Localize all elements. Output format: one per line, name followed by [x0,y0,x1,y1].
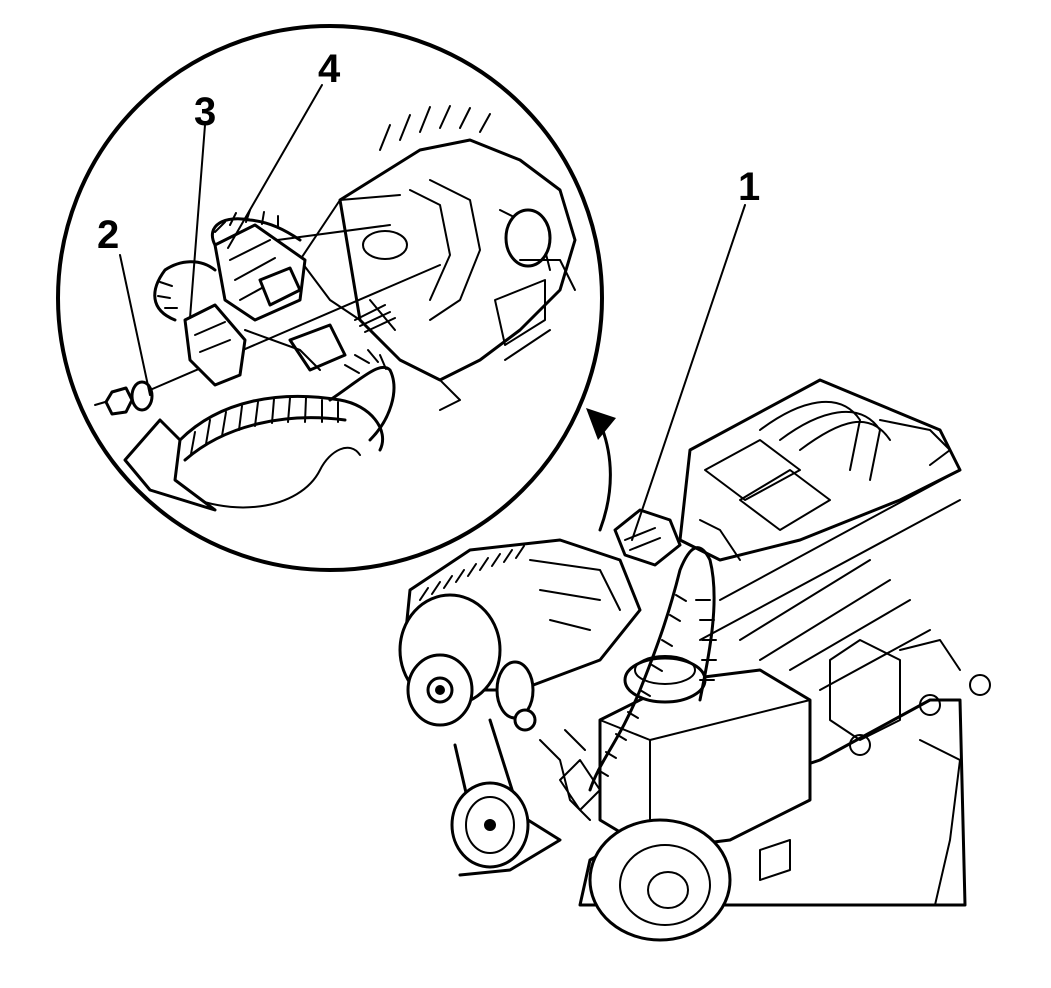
detail-view [56,24,604,572]
callout-4: 4 [318,47,341,91]
regulator-connector-detail [183,303,347,387]
ground-bracket [123,418,217,512]
callout-1: 1 [738,165,760,209]
leader-line-4 [227,84,323,249]
callout-3: 3 [194,90,216,134]
ground-nut [94,380,154,416]
generator-connector-overview [613,508,682,567]
magnify-arrow [586,408,616,532]
leader-line-1 [631,204,746,541]
engine-overview [398,378,991,942]
ignition-coil-pack [678,378,962,562]
coolant-reservoir [598,668,812,852]
harness-connector-detail [213,223,307,322]
wiring-harness-overview [588,546,716,792]
generator-bolt [354,299,396,333]
callout-2: 2 [97,213,119,257]
crankshaft-pulley [588,818,732,942]
belt-tensioner-pulley [450,781,530,869]
leader-line-3 [189,124,206,319]
leader-line-2 [119,254,151,396]
generator-detail [299,105,577,411]
generator-overview [398,538,642,732]
